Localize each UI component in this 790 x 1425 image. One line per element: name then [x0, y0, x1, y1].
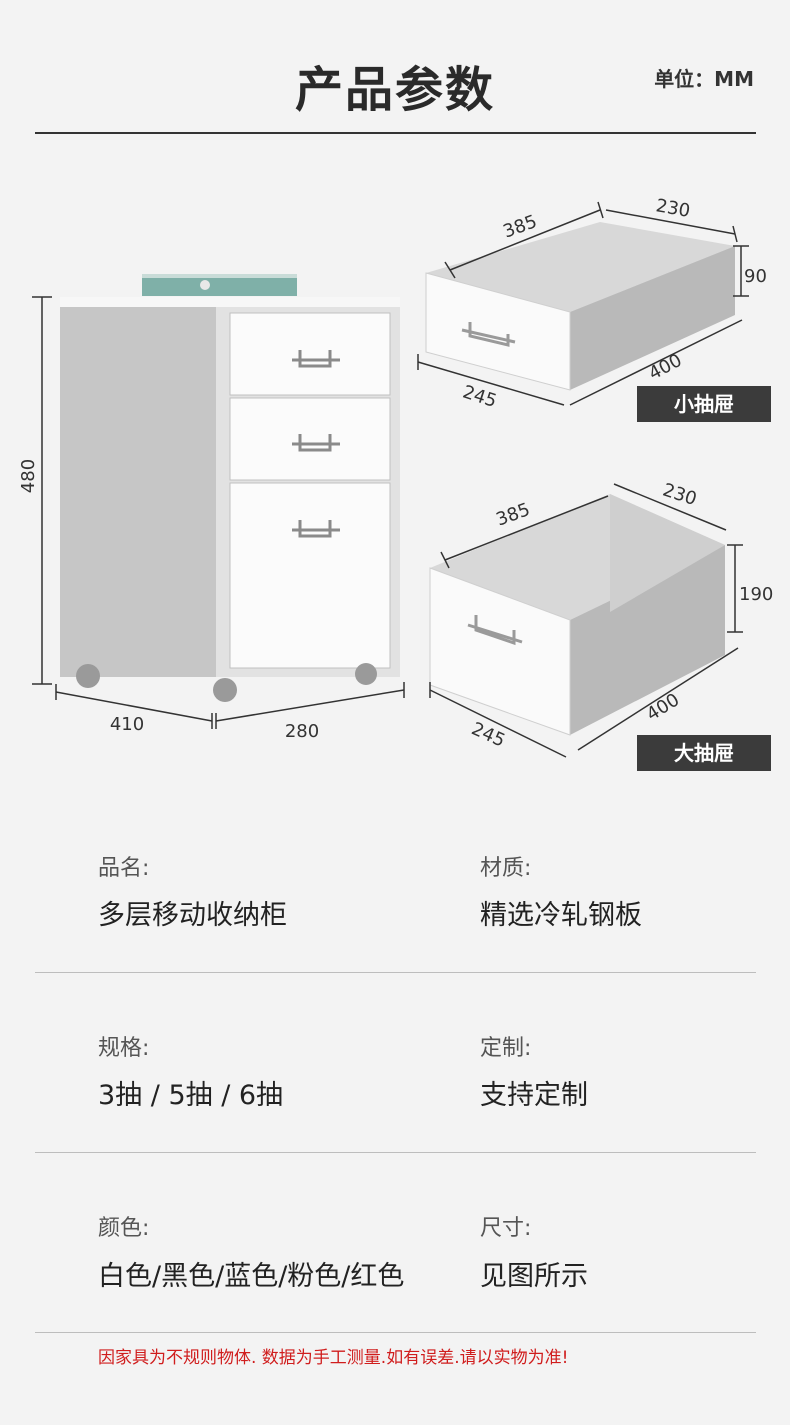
- large-drawer-bottom-right-label: 400: [643, 689, 683, 725]
- drawer-handle-icon: [292, 434, 340, 452]
- drawer-handle-icon: [292, 520, 340, 538]
- drawer-handle-icon: [461, 322, 516, 347]
- large-drawer-bottom-left-label: 245: [468, 718, 508, 751]
- spec-label-name: 品名:: [98, 856, 150, 881]
- small-drawer-bottom-right-label: 400: [645, 350, 685, 385]
- spec-value-size-option: 3抽 / 5抽 / 6抽: [98, 1080, 284, 1111]
- caster-wheel-icon: [76, 663, 377, 702]
- spec-value-name: 多层移动收纳柜: [98, 900, 287, 931]
- small-drawer-height-label: 90: [744, 266, 767, 287]
- spec-label-custom: 定制:: [480, 1036, 532, 1061]
- drawer-handle-icon: [292, 350, 340, 368]
- spec-divider: [35, 972, 756, 973]
- spec-divider: [35, 1152, 756, 1153]
- cabinet-width-label: 410: [110, 714, 144, 735]
- spec-label-size-option: 规格:: [98, 1036, 150, 1061]
- binder-icon: [142, 274, 297, 296]
- product-dimension-figure: 480 410 280 385 230 90 245 400: [18, 195, 773, 758]
- large-drawer-height-label: 190: [739, 584, 773, 605]
- large-drawer-tag: 大抽屉: [637, 735, 771, 771]
- spec-label-dimensions: 尺寸:: [480, 1216, 532, 1241]
- small-drawer-top-right-label: 230: [654, 195, 691, 222]
- large-drawer-top-left-label: 385: [493, 499, 532, 530]
- spec-value-color: 白色/黑色/蓝色/粉色/红色: [98, 1261, 405, 1292]
- large-drawer-illustration: 385 230 190 245 400: [429, 479, 773, 758]
- spec-label-color: 颜色:: [98, 1216, 150, 1241]
- small-drawer-tag: 小抽屉: [637, 386, 771, 422]
- spec-value-material: 精选冷轧钢板: [480, 900, 642, 931]
- cabinet-depth-label: 280: [285, 721, 319, 742]
- spec-divider: [35, 1332, 756, 1333]
- drawer-handle-icon: [467, 615, 523, 646]
- title-divider: [35, 132, 756, 134]
- disclaimer-text: 因家具为不规则物体. 数据为手工测量.如有误差.请以实物为准!: [98, 1348, 569, 1368]
- spec-value-custom: 支持定制: [480, 1080, 588, 1111]
- page-title: 产品参数: [294, 62, 495, 118]
- spec-label-material: 材质:: [480, 856, 532, 881]
- unit-label: 单位：MM: [654, 67, 754, 91]
- cabinet-height-label: 480: [18, 459, 39, 493]
- small-drawer-bottom-left-label: 245: [460, 381, 499, 412]
- small-drawer-illustration: 385 230 90 245 400: [417, 195, 767, 412]
- cabinet-illustration: 480 410 280: [18, 274, 405, 742]
- small-drawer-top-left-label: 385: [500, 211, 539, 242]
- spec-value-dimensions: 见图所示: [480, 1261, 588, 1292]
